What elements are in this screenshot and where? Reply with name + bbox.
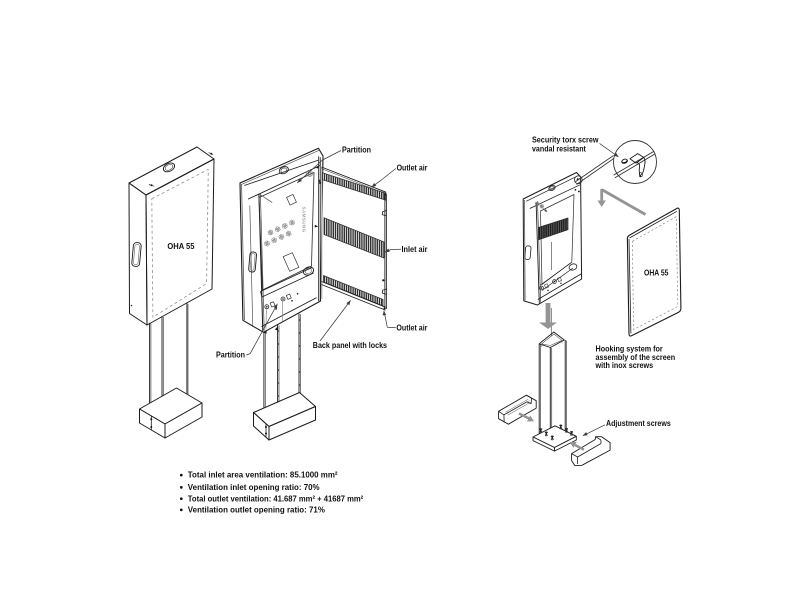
svg-text:SAMSUNG: SAMSUNG [301,207,306,233]
svg-text:Ventilation inlet opening rati: Ventilation inlet opening ratio: 70% [188,483,320,492]
svg-text:Partition: Partition [342,145,371,154]
svg-text:Partition: Partition [216,350,245,359]
svg-text:Total inlet area ventilation:: Total inlet area ventilation: 85.1000 mm… [188,470,338,479]
svg-text:Hooking system for: Hooking system for [596,344,663,353]
svg-text:vandal resistant: vandal resistant [532,144,586,153]
svg-text:Security torx screw: Security torx screw [532,135,599,144]
svg-text:Outlet air: Outlet air [397,163,428,172]
svg-text:Ventilation outlet opening rat: Ventilation outlet opening ratio: 71% [188,505,326,514]
svg-text:OHA 55: OHA 55 [644,268,668,278]
svg-text:with inox screws: with inox screws [595,361,654,370]
svg-text:OHA 55: OHA 55 [167,242,195,251]
svg-text:Outlet air: Outlet air [396,323,427,332]
svg-text:Total outlet ventilation: 41.6: Total outlet ventilation: 41.687 mm² + 4… [188,494,364,504]
svg-text:Back panel with locks: Back panel with locks [313,341,387,350]
svg-text:assembly of the screen: assembly of the screen [596,353,676,362]
svg-text:Adjustment screws: Adjustment screws [606,419,671,428]
svg-text:Inlet air: Inlet air [402,245,428,254]
